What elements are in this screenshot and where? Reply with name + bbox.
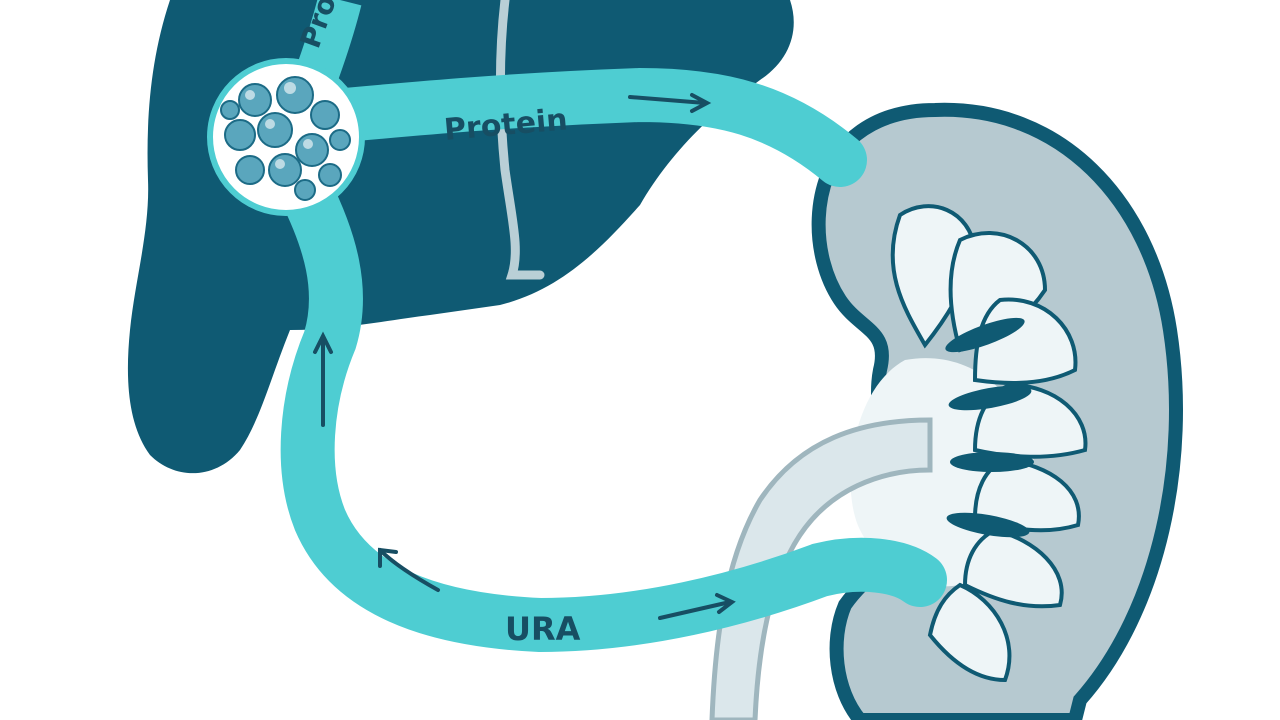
- liver-fissure: [495, 0, 545, 280]
- flow-arrows: [313, 93, 736, 620]
- cell-cluster-icon: [207, 58, 365, 216]
- calyx-slits: [945, 317, 1034, 538]
- arrow-down-left-icon: [378, 547, 440, 592]
- arrow-up-left-icon: [313, 331, 333, 427]
- urea-label: URA: [505, 610, 581, 648]
- arrow-right-top-icon: [628, 93, 712, 113]
- blood-vessel-loop: [263, 67, 947, 653]
- arrow-right-bottom-icon: [658, 593, 736, 620]
